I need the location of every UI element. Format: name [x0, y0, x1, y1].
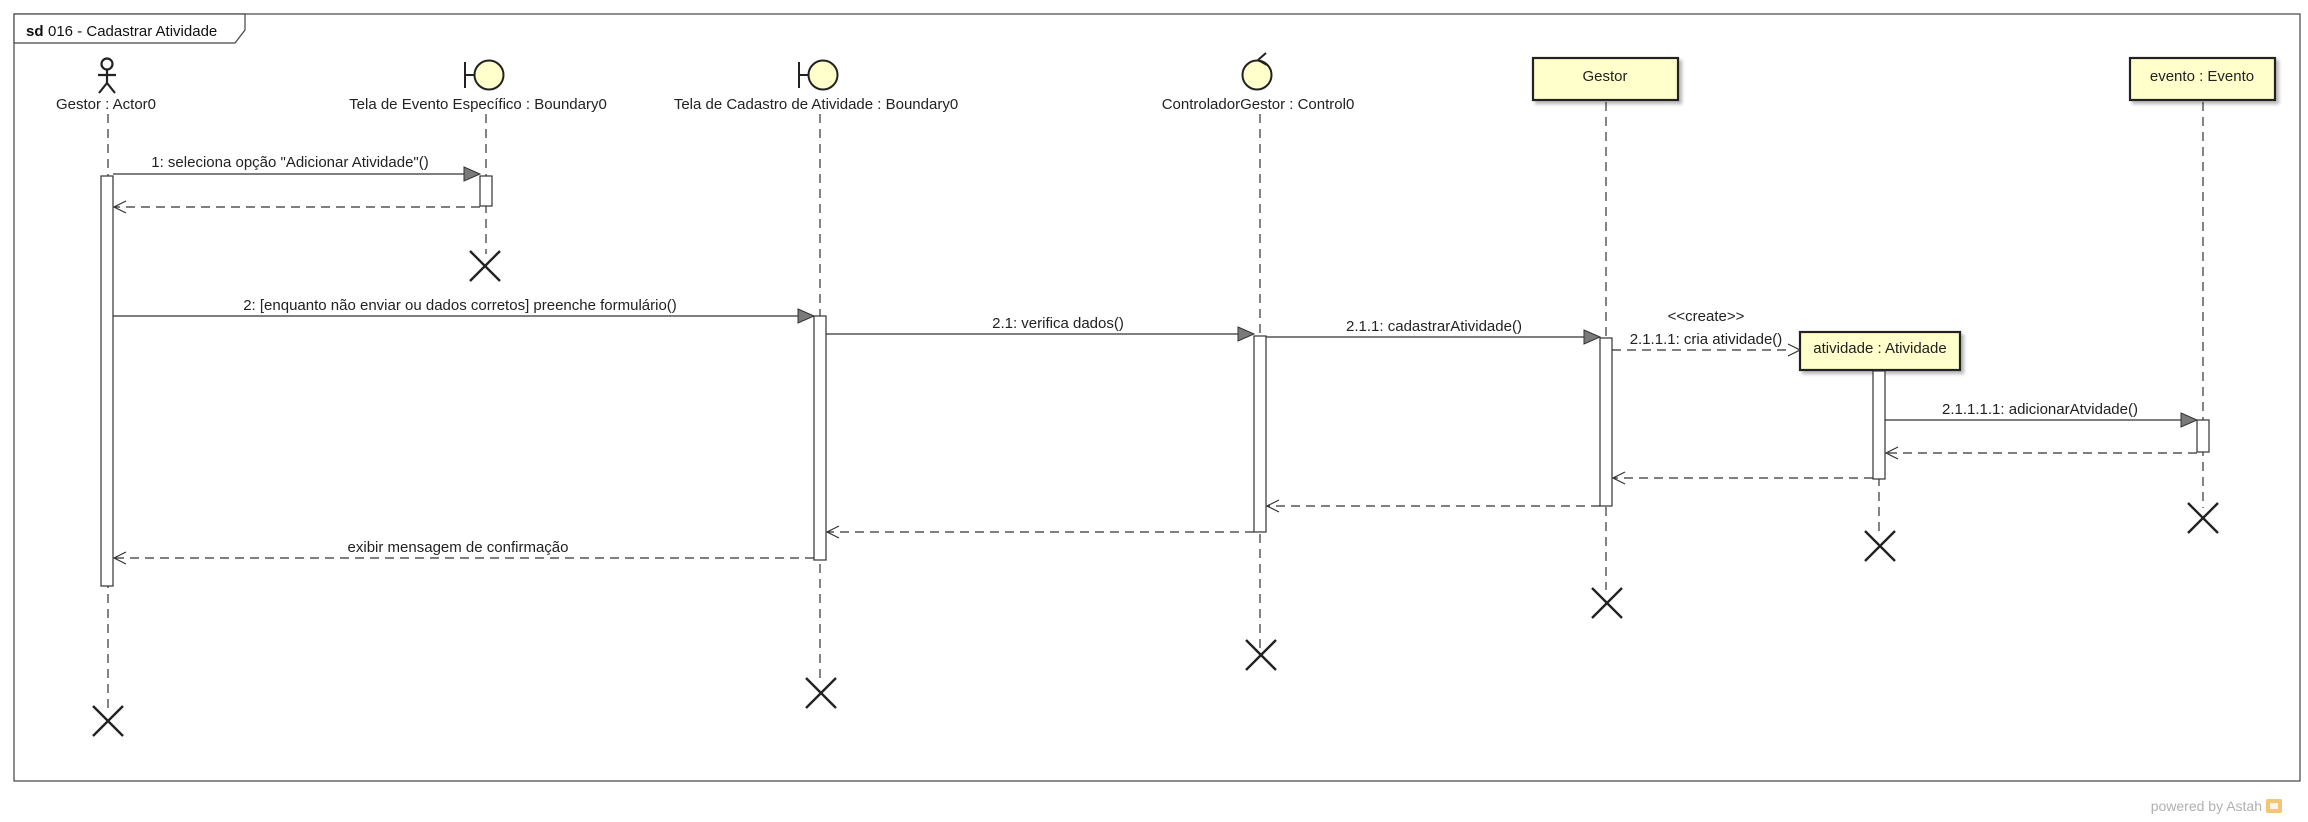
- destroy-tela-cadastro-mark: [805, 677, 837, 709]
- activation-atividade: [1872, 370, 1886, 480]
- return-r2-arrow: [112, 551, 127, 565]
- message-m211-label: 2.1.1: cadastrarAtividade(): [1346, 318, 1522, 335]
- destroy-atividade-mark: [1864, 530, 1896, 562]
- boundary-icon: [798, 59, 839, 91]
- message-lines: [112, 173, 2197, 565]
- return-r1-arrow: [112, 200, 127, 214]
- lifeline-label-atividade: atividade : Atividade: [1813, 340, 1946, 357]
- object-box-atividade[interactable]: [1798, 330, 1962, 372]
- frame-title: 016 - Cadastrar Atividade: [48, 23, 217, 40]
- lifeline-label-controlador: ControladorGestor : Control0: [1162, 96, 1355, 113]
- destroy-controlador-mark: [1245, 639, 1277, 671]
- control-icon: [1241, 52, 1273, 91]
- astah-logo-icon: [2266, 799, 2282, 813]
- message-m21-label: 2.1: verifica dados(): [992, 315, 1124, 332]
- watermark-text: powered by Astah: [2151, 798, 2262, 814]
- actor-icon: [98, 57, 116, 94]
- return-r211-arrow: [1265, 499, 1280, 513]
- destroy-actor-mark: [92, 705, 124, 737]
- destruction-marks: [92, 250, 2219, 737]
- frame-tab: [13, 13, 246, 44]
- activation-bars: [100, 175, 2210, 587]
- diagram-frame: [13, 13, 2301, 782]
- destroy-evento-mark: [2187, 502, 2219, 534]
- message-m21111-arrow: [2180, 412, 2199, 428]
- activation-controlador: [1253, 335, 1267, 533]
- object-box-gestor[interactable]: [1531, 56, 1680, 102]
- object-box-evento[interactable]: [2128, 56, 2277, 102]
- lifeline-label-gestor: Gestor: [1582, 68, 1627, 85]
- activation-tela-evento: [479, 175, 493, 207]
- frame-kind: sd: [26, 23, 44, 40]
- lifeline-label-evento: evento : Evento: [2150, 68, 2254, 85]
- activation-actor: [100, 175, 114, 587]
- return-r21111-arrow: [1884, 446, 1899, 460]
- lifeline-label-actor: Gestor : Actor0: [56, 96, 156, 113]
- destroy-gestor-mark: [1591, 587, 1623, 619]
- message-m2-arrow: [797, 308, 816, 324]
- return-r2111-arrow: [1611, 471, 1626, 485]
- message-m2111-stereotype: <<create>>: [1668, 308, 1745, 325]
- return-r21-arrow: [825, 525, 840, 539]
- message-m2111-arrow: [1787, 343, 1802, 357]
- message-m1-label: 1: seleciona opção "Adicionar Atividade"…: [151, 154, 428, 171]
- activation-evento: [2196, 419, 2210, 453]
- message-m2111-label: 2.1.1.1: cria atividade(): [1630, 331, 1783, 348]
- message-m211-arrow: [1583, 329, 1602, 345]
- destroy-tela-evento-mark: [469, 250, 501, 282]
- message-m2-label: 2: [enquanto não enviar ou dados correto…: [243, 297, 677, 314]
- activation-tela-cadastro: [813, 315, 827, 561]
- message-m1-arrow: [463, 166, 482, 182]
- boundary-icon: [464, 59, 505, 91]
- sync-arrowheads: [463, 166, 2199, 428]
- message-m21111-label: 2.1.1.1.1: adicionarAtvidade(): [1942, 401, 2138, 418]
- lifeline-label-tela-cadastro: Tela de Cadastro de Atividade : Boundary…: [674, 96, 958, 113]
- lifeline-label-tela-evento: Tela de Evento Específico : Boundary0: [349, 96, 607, 113]
- activation-gestor: [1599, 337, 1613, 507]
- return-r2-label: exibir mensagem de confirmação: [348, 539, 569, 556]
- message-m21-arrow: [1237, 326, 1256, 342]
